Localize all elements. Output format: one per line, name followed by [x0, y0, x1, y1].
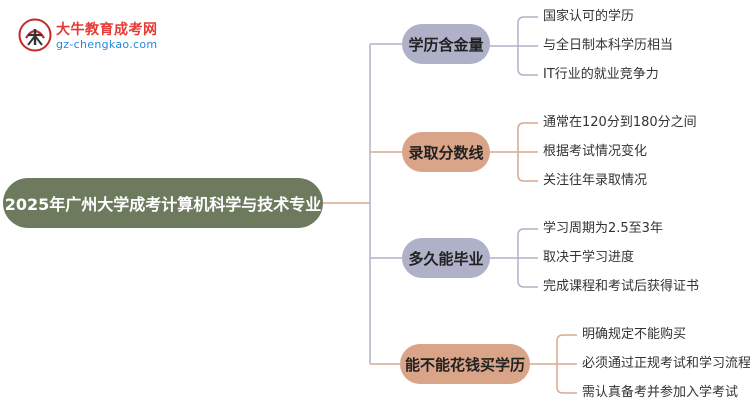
logo-title: 大牛教育成考网 — [56, 22, 158, 38]
leaf-node: 关注往年录取情况 — [543, 173, 648, 188]
branch-node-admission-score: 录取分数线 — [402, 132, 490, 172]
logo-url: gz-chengkao.com — [56, 38, 158, 51]
leaf-connector — [517, 122, 538, 152]
leaf-node: 完成课程和考试后获得证书 — [543, 279, 700, 294]
leaf-node: 必须通过正规考试和学习流程 — [582, 356, 750, 371]
logo: 大牛教育成考网 gz-chengkao.com — [18, 16, 168, 56]
leaf-node: 取决于学习进度 — [543, 250, 635, 265]
root-node: 2025年广州大学成考计算机科学与技术专业 — [3, 178, 323, 228]
leaf-node: 通常在120分到180分之间 — [543, 115, 697, 130]
leaf-node: 与全日制本科学历相当 — [543, 38, 674, 53]
leaf-connector — [517, 258, 538, 288]
leaf-node: 明确规定不能购买 — [582, 327, 687, 342]
branch-node-graduation-time: 多久能毕业 — [402, 238, 490, 278]
leaf-connector — [517, 152, 538, 182]
leaf-node: 需认真备考并参加入学考试 — [582, 385, 739, 400]
leaf-connector — [517, 46, 538, 76]
leaf-connector — [556, 364, 577, 394]
leaf-connector — [556, 334, 577, 364]
branch-node-buy-degree: 能不能花钱买学历 — [400, 344, 530, 384]
leaf-connector — [517, 228, 538, 258]
leaf-node: 国家认可的学历 — [543, 9, 635, 24]
branch-node-degree-value: 学历含金量 — [402, 24, 490, 64]
logo-mark-icon — [18, 18, 52, 52]
leaf-node: 学习周期为2.5至3年 — [543, 221, 663, 236]
leaf-connector — [517, 16, 538, 46]
leaf-node: IT行业的就业竞争力 — [543, 67, 659, 82]
leaf-node: 根据考试情况变化 — [543, 144, 648, 159]
